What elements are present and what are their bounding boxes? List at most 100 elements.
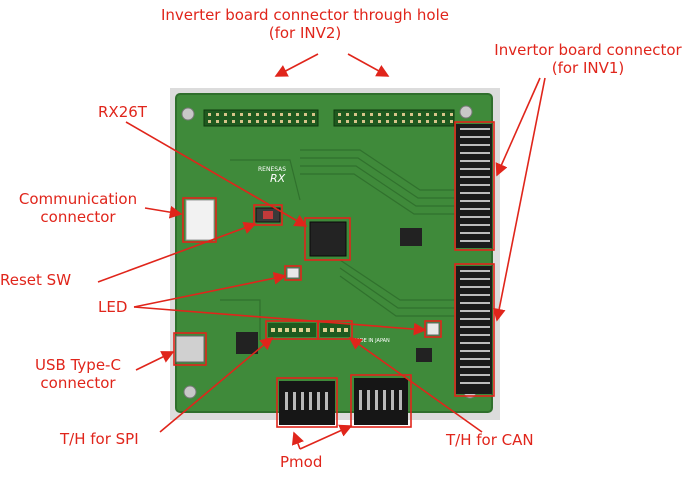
pin: [460, 208, 490, 210]
label-rx26t: RX26T: [98, 103, 147, 121]
pin: [370, 113, 373, 116]
led-1: [286, 267, 300, 279]
pin: [304, 113, 307, 116]
pin: [460, 278, 490, 280]
pin: [460, 176, 490, 178]
pin: [460, 200, 490, 202]
pin: [410, 113, 413, 116]
pin: [208, 113, 211, 116]
label-inv1-line1: Invertor board connector: [494, 41, 682, 59]
pin: [285, 392, 288, 410]
arrow-pmod-1: [291, 431, 304, 450]
mount-hole: [183, 385, 197, 399]
pin: [460, 342, 490, 344]
pin: [272, 120, 275, 123]
pin: [402, 120, 405, 123]
pin: [460, 270, 490, 272]
label-inv2-line2: (for INV2): [268, 24, 342, 42]
label-inv1: Invertor board connector (for INV1): [484, 41, 692, 77]
pin: [346, 113, 349, 116]
pin: [240, 113, 243, 116]
pin: [378, 120, 381, 123]
label-inv2-line1: Inverter board connector through hole: [160, 6, 450, 24]
pin: [296, 113, 299, 116]
pin: [442, 113, 445, 116]
pin: [264, 120, 267, 123]
pin: [248, 113, 251, 116]
arrow-led-2: [133, 306, 427, 336]
pin: [359, 390, 362, 410]
th-can-strip: [320, 323, 350, 337]
pin: [362, 120, 365, 123]
label-comm-line1: Communication: [18, 190, 138, 208]
ic: [236, 332, 258, 354]
arrow-inv2-left: [274, 53, 319, 77]
pin: [460, 184, 490, 186]
arrow-pmod-2: [299, 424, 353, 450]
mcu-family-text: RX: [270, 172, 286, 185]
annotation-arrows: [97, 53, 546, 450]
pin: [402, 113, 405, 116]
inv2-header-right: [333, 109, 455, 127]
box-rx26t: [304, 217, 351, 261]
pin: [434, 120, 437, 123]
pin: [460, 318, 490, 320]
reset-switch-knob: [263, 211, 273, 219]
pin: [426, 113, 429, 116]
pin: [410, 120, 413, 123]
pin: [224, 113, 227, 116]
usb-c-connector: [175, 335, 205, 363]
pin: [367, 390, 370, 410]
mount-hole: [459, 105, 473, 119]
label-th-can: T/H for CAN: [446, 431, 534, 449]
pin: [338, 113, 341, 116]
pin: [460, 358, 490, 360]
pin: [434, 113, 437, 116]
arrow-led-1: [133, 271, 287, 308]
pin: [208, 120, 211, 123]
pin: [394, 120, 397, 123]
pin: [394, 113, 397, 116]
box-pmod-1: [276, 377, 338, 428]
pin: [278, 328, 282, 332]
pin: [460, 374, 490, 376]
pin: [362, 113, 365, 116]
pin: [426, 120, 429, 123]
pin: [280, 120, 283, 123]
pin: [391, 390, 394, 410]
made-in-text: MADE IN JAPAN: [352, 338, 390, 344]
pin: [264, 113, 267, 116]
label-comm: Communication connector: [8, 190, 148, 226]
rx26t-chip: [309, 221, 347, 257]
th-pins: [271, 328, 348, 332]
inv2-pins: [208, 113, 453, 123]
pin: [232, 113, 235, 116]
label-pmod: Pmod: [280, 453, 323, 471]
pcb-traces: [220, 149, 455, 340]
box-reset: [253, 204, 283, 226]
pin: [460, 232, 490, 234]
pin: [386, 113, 389, 116]
pin: [386, 120, 389, 123]
pin: [460, 224, 490, 226]
led-2: [426, 322, 440, 336]
pin: [460, 334, 490, 336]
pin: [460, 136, 490, 138]
pmod-pins: [285, 390, 402, 410]
pin: [450, 113, 453, 116]
arrow-inv1-lower: [492, 77, 546, 322]
pin: [325, 392, 328, 410]
pin: [301, 392, 304, 410]
inv2-header-left: [203, 109, 319, 127]
inv1-pins: [460, 128, 490, 384]
ic: [400, 228, 422, 246]
pin: [216, 113, 219, 116]
comm-connector: [185, 199, 215, 241]
pin: [460, 326, 490, 328]
pin: [312, 113, 315, 116]
pin: [442, 120, 445, 123]
arrow-usb: [135, 351, 175, 371]
pin: [460, 366, 490, 368]
box-th-can: [317, 320, 353, 340]
